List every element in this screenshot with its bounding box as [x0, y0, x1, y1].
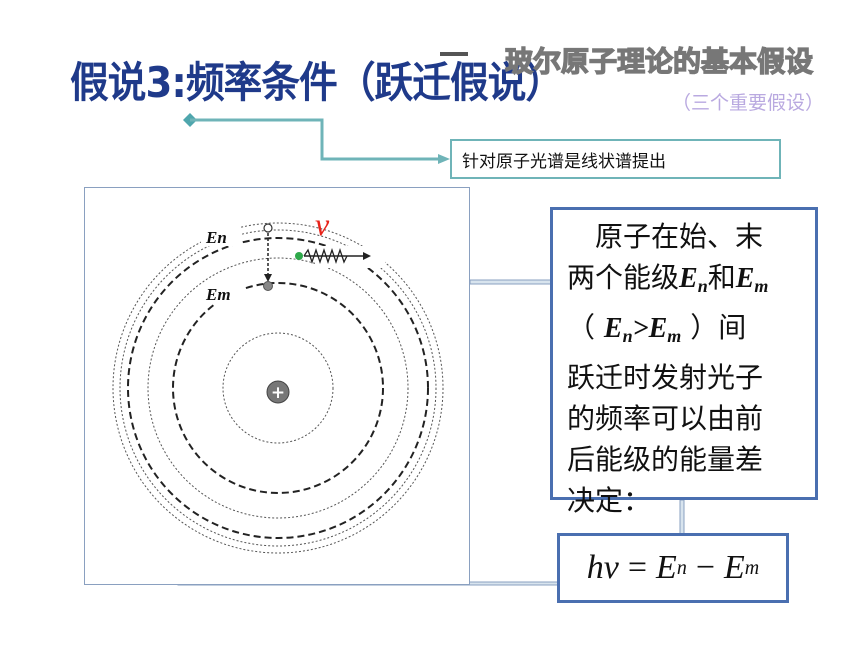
formula-minus: − [695, 549, 715, 586]
desc-line-4: 跃迁时发射光子 [567, 361, 764, 394]
section-title: 玻尔原子理论的基本假设 [504, 44, 814, 78]
connector-arrowhead [438, 154, 450, 164]
photon-origin-dot [295, 252, 303, 260]
electron-initial [263, 223, 273, 233]
orbit-em [172, 282, 384, 494]
photon-bg [315, 246, 385, 268]
electron-final [263, 281, 273, 291]
note-box: 针对原子光谱是线状谱提出 [450, 139, 781, 179]
desc-line-5: 的频率可以由前 [567, 402, 764, 435]
description-box: 原子在始、末 两个能级En和Em （ En>Em ）间 跃迁时发射光子 的频率可… [550, 207, 818, 517]
atom-diagram-panel: En Em ν + [84, 187, 470, 585]
atom-diagram: En Em ν + [112, 206, 444, 554]
label-en: En [205, 228, 227, 247]
nucleus-plus: + [271, 383, 285, 403]
outer-orbit-2 [119, 229, 437, 547]
photon-arrowhead [363, 252, 371, 260]
formula-h: h [586, 549, 604, 586]
desc-line-1: 原子在始、末 [595, 220, 764, 253]
desc-line-2: 两个能级En和Em [567, 261, 769, 296]
desc-line-7: 决定： [567, 484, 652, 517]
section-number-dash [440, 52, 468, 56]
formula-e2: E [724, 549, 745, 586]
label-bg-em [201, 284, 243, 304]
section-subtitle: （三个重要假设） [672, 92, 825, 114]
desc-line-3: （ En>Em ）间 [567, 311, 747, 346]
note-text: 针对原子光谱是线状谱提出 [462, 151, 666, 172]
middle-orbit [147, 257, 409, 519]
formula-sub-n: n [676, 556, 687, 579]
nucleus-icon [266, 380, 290, 404]
formula-nu: ν [603, 549, 619, 586]
formula-sub-m: m [744, 556, 760, 579]
desc-line-6: 后能级的能量差 [567, 443, 764, 476]
label-bg-en [201, 226, 241, 246]
connector-line [190, 118, 438, 161]
hypothesis-title: 假说3:频率条件（跃迁假说） [70, 58, 564, 107]
formula-e1: E [656, 549, 677, 586]
outer-orbit-1 [112, 222, 444, 554]
inner-orbit [222, 332, 334, 444]
connector-diamond [183, 113, 197, 127]
connector-bar-top [469, 279, 553, 285]
formula-equals: = [627, 549, 648, 586]
orbit-en [127, 237, 429, 539]
label-em: Em [205, 285, 231, 304]
photon-nu-symbol: ν [315, 206, 330, 242]
transition-arrowhead [264, 274, 272, 282]
